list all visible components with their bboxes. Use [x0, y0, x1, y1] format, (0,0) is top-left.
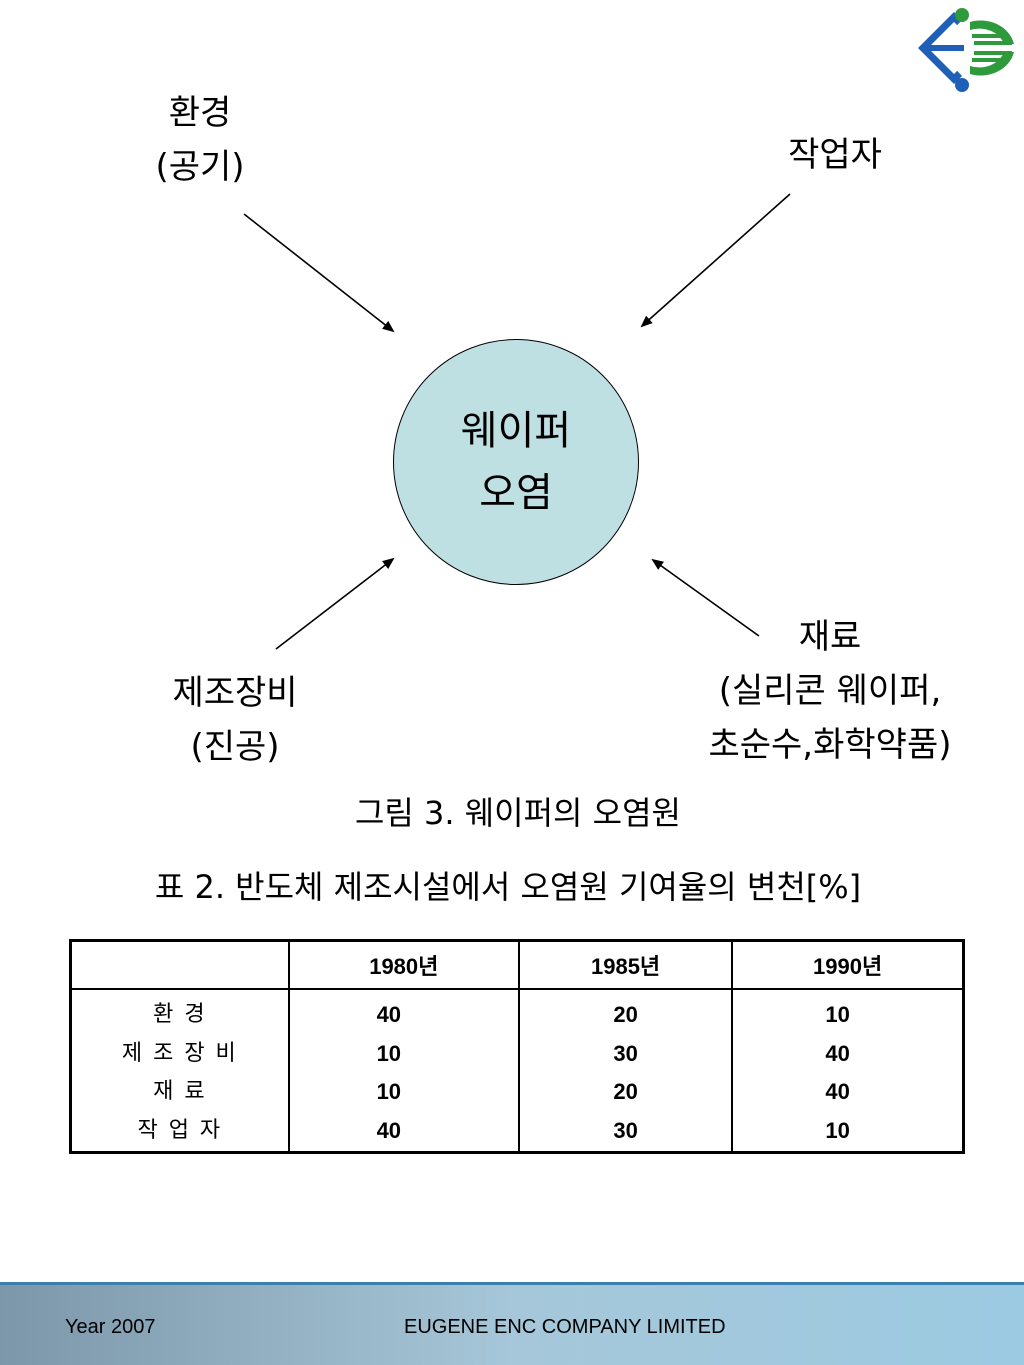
header-cell-empty: [70, 940, 289, 990]
value-cell: 10: [376, 1079, 402, 1104]
value-cell: 10: [825, 1117, 850, 1143]
row-label: 작 업 자: [137, 1117, 223, 1143]
column-1990: 10 40 40 10: [731, 989, 964, 1153]
arrow-material: [651, 558, 760, 637]
value-cell: 40: [825, 1040, 850, 1066]
arrows-layer: [243, 193, 791, 650]
footer-bar: [0, 1282, 1024, 1365]
value-cell: 40: [376, 1117, 402, 1143]
label-environment: 환경 (공기): [155, 93, 245, 187]
header-cell-1980: 1980년: [287, 940, 519, 990]
value-cell: 40: [376, 1002, 402, 1027]
value-cell: 30: [613, 1040, 638, 1066]
value-cell: 30: [613, 1117, 638, 1143]
column-1980: 40 10 10 40: [287, 989, 519, 1153]
value-cell: 20: [613, 1079, 638, 1104]
value-cell: 10: [376, 1040, 402, 1066]
wafer-contamination-circle: 웨이퍼 오염: [393, 339, 639, 585]
column-1985: 20 30 20 30: [517, 989, 733, 1153]
table-row: 환 경 제 조 장 비 재 료 작 업 자 40 10 10 40 20 30: [71, 989, 964, 1153]
table-header-row: 1980년 1985년 1990년: [70, 940, 964, 990]
label-equipment: 제조장비 (진공): [172, 673, 298, 767]
figure-caption: 그림 3. 웨이퍼의 오염원: [354, 794, 681, 832]
label-worker: 작업자: [788, 135, 882, 175]
row-label: 제 조 장 비: [121, 1040, 238, 1066]
arrow-equipment: [275, 557, 395, 650]
label-material: 재료 (실리콘 웨이퍼, 초순수,화학약품): [708, 617, 952, 765]
contamination-table: 1980년 1985년 1990년 환 경 제 조 장 비 재 료 작 업 자 …: [69, 939, 965, 1154]
header-cell-1985: 1985년: [517, 940, 733, 990]
table-caption: 표 2. 반도체 제조시설에서 오염원 기여율의 변천[%]: [154, 868, 862, 906]
footer-company-name: EUGENE ENC COMPANY LIMITED: [404, 1316, 726, 1338]
row-label: 재 료: [153, 1079, 207, 1104]
circle-text-line2: 오염: [479, 470, 553, 516]
arrow-worker: [640, 193, 791, 328]
row-label: 환 경: [153, 1002, 207, 1027]
source-column: 환 경 제 조 장 비 재 료 작 업 자: [71, 989, 289, 1153]
value-cell: 20: [613, 1002, 638, 1027]
arrow-environment: [243, 213, 395, 333]
footer-year: Year 2007: [65, 1316, 156, 1338]
value-cell: 40: [825, 1079, 850, 1104]
company-logo: [918, 8, 1014, 92]
header-cell-1990: 1990년: [731, 940, 964, 990]
value-cell: 10: [825, 1002, 850, 1027]
circle-text-line1: 웨이퍼: [460, 408, 572, 454]
